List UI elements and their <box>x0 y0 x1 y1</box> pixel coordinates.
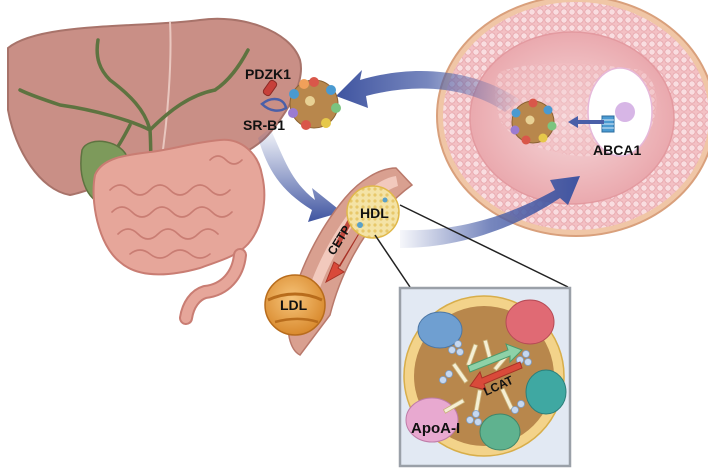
apoa1-protein-bottom <box>479 413 521 451</box>
zoom-connector-left <box>374 234 411 288</box>
ldl-particle <box>264 274 326 336</box>
macrophage <box>436 0 708 237</box>
hdl-particle-liver <box>288 77 341 130</box>
zoom-connector-right <box>399 204 569 288</box>
srb1-label: SR-B1 <box>243 117 285 133</box>
delivery-arrow <box>258 128 342 222</box>
abca1-label: ABCA1 <box>593 142 641 158</box>
pdzk1-icon <box>262 79 278 97</box>
bile-duct <box>18 38 250 237</box>
nucleolus <box>615 102 635 122</box>
pdzk1-label: PDZK1 <box>245 66 291 82</box>
apoa1-label: ApoA-I <box>411 420 460 437</box>
hdl-particle-in-vessel <box>346 185 400 239</box>
intestine <box>92 138 266 325</box>
hdl-particle-cell <box>510 98 557 145</box>
hdl-structure-inset <box>398 286 572 468</box>
apoa1-protein-top-right <box>505 299 555 345</box>
hdl-label: HDL <box>360 205 389 221</box>
apoa1-protein-right <box>525 369 567 415</box>
phospholipid-tails <box>442 339 514 414</box>
intestine-icon <box>92 138 266 276</box>
lcat-enzyme <box>467 343 523 391</box>
ldl-label: LDL <box>280 297 308 313</box>
return-arrow <box>336 70 520 112</box>
efflux-arrow <box>400 176 580 248</box>
receptor-icon <box>260 97 288 112</box>
sr-b1-receptor <box>260 79 288 112</box>
cholesterol-molecules <box>439 340 532 426</box>
apoa1-protein-top-left <box>417 311 463 349</box>
